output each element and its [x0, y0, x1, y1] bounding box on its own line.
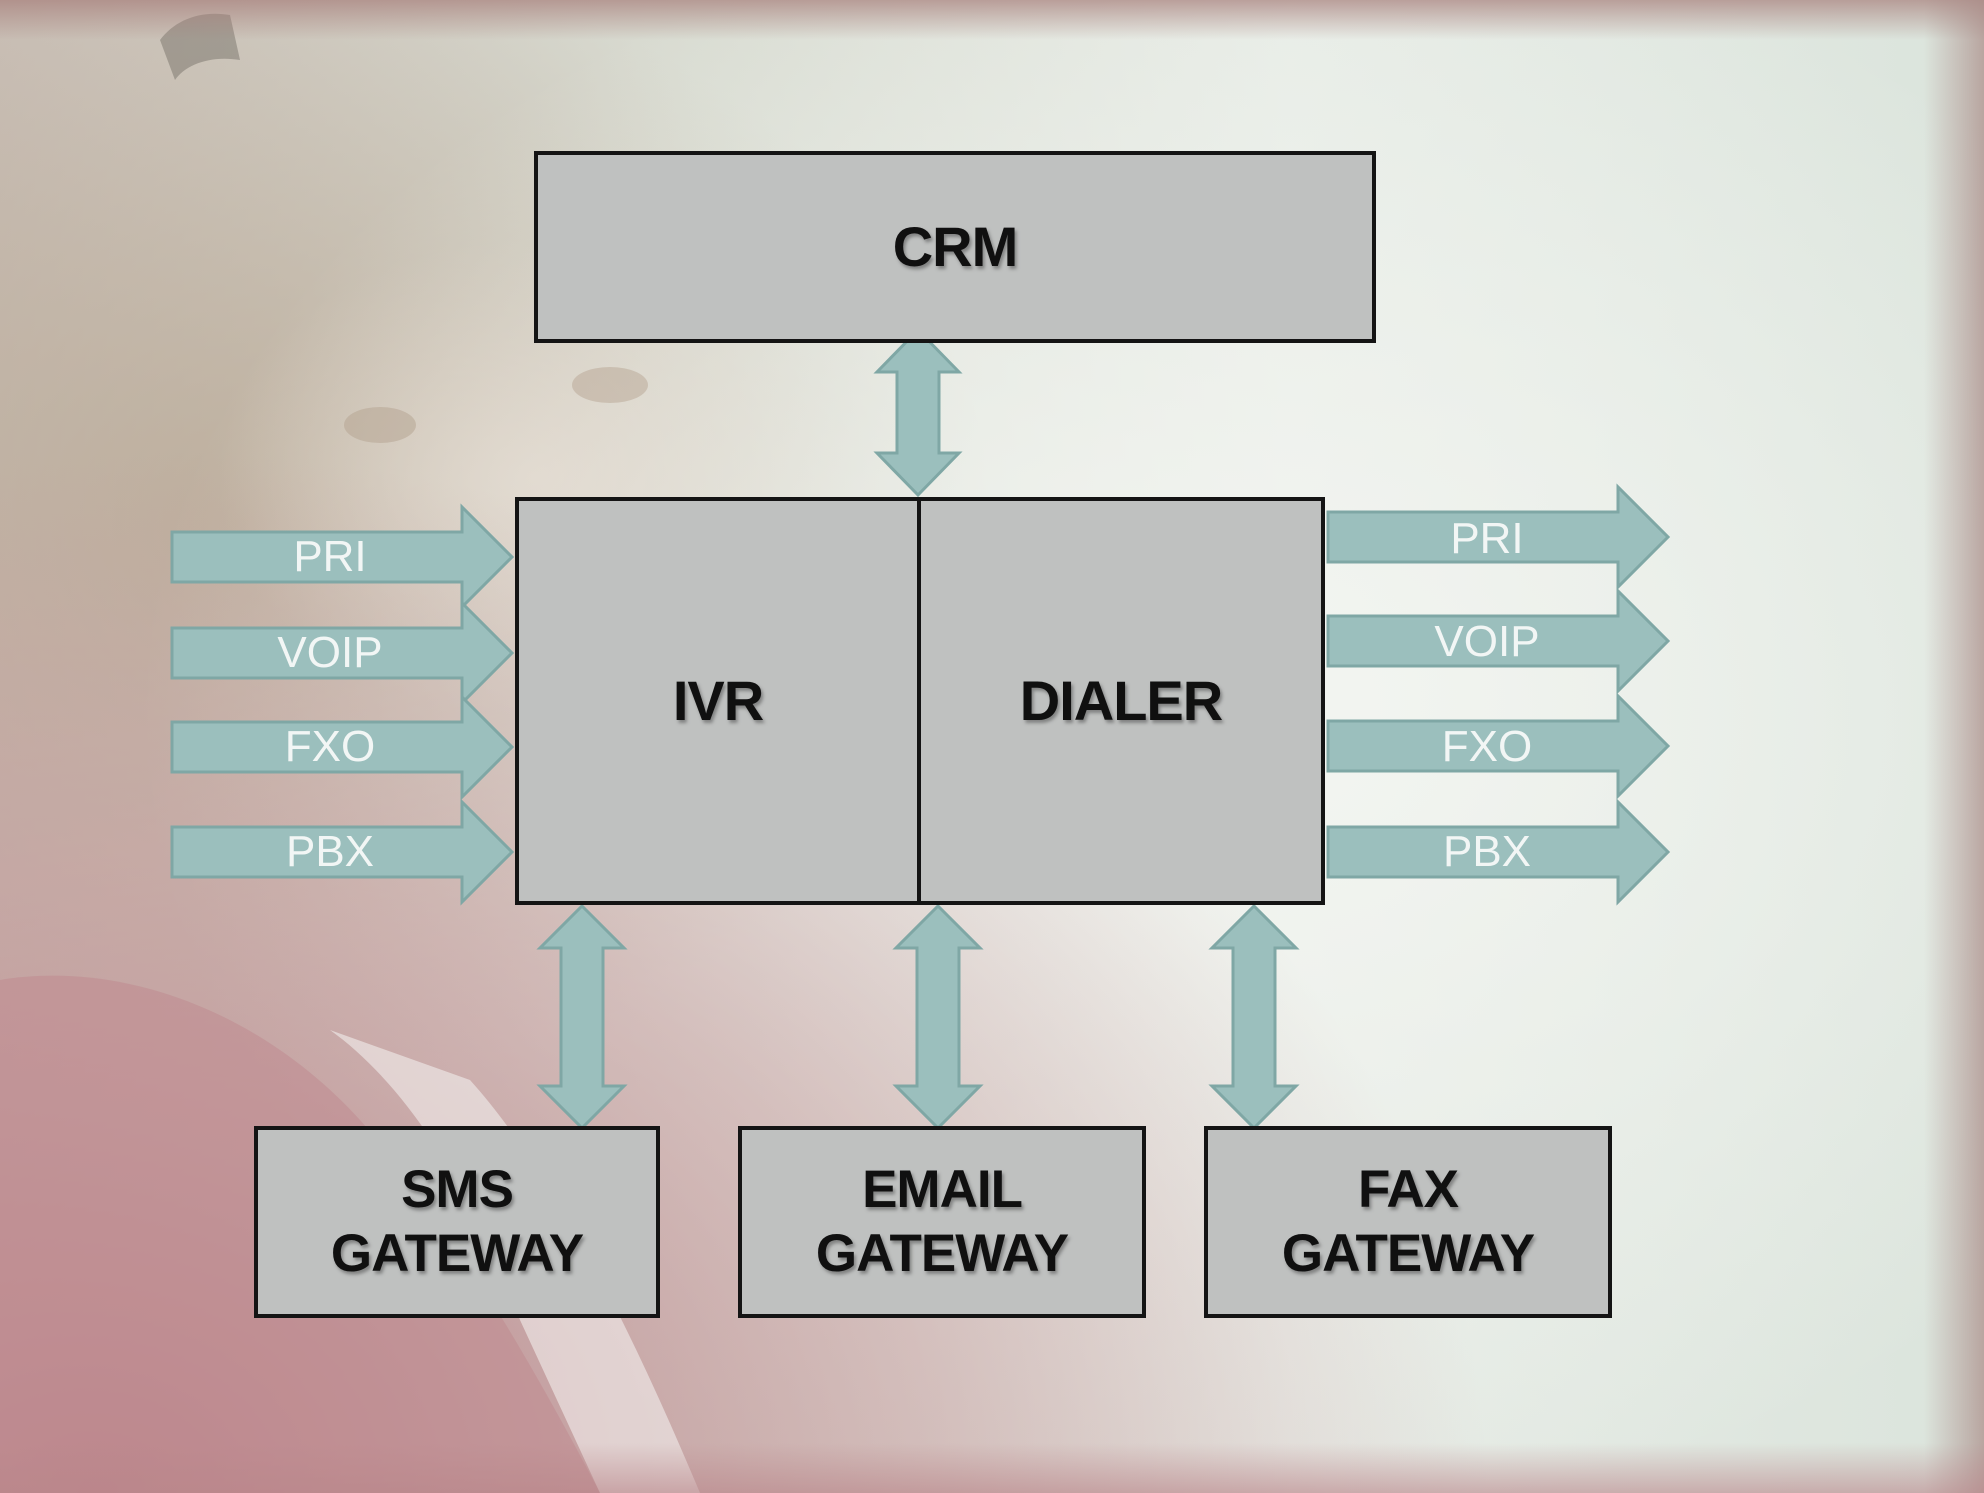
inbound-arrow-pbx — [170, 798, 515, 906]
inbound-arrow-voip — [170, 599, 515, 707]
inbound-label-pri: PRI — [293, 532, 367, 581]
crm-box: CRM — [534, 151, 1376, 343]
dialer-label: DIALER — [1019, 669, 1223, 732]
inbound-label-voip: VOIP — [277, 628, 383, 677]
email-gateway-label-line1: EMAIL — [862, 1160, 1023, 1220]
outbound-label-voip: VOIP — [1434, 617, 1540, 666]
email-gateway-box: EMAIL GATEWAY — [738, 1126, 1146, 1318]
dialer-box: DIALER — [917, 497, 1325, 905]
ivr-label: IVR — [672, 669, 764, 732]
outbound-arrow-fxo — [1326, 692, 1671, 800]
fax-gateway-label-line1: FAX — [1357, 1160, 1459, 1220]
outbound-arrow-pbx — [1326, 798, 1671, 906]
sms-gateway-label-line2: GATEWAY — [330, 1224, 584, 1283]
crm-label: CRM — [892, 215, 1019, 278]
ivr-box: IVR — [515, 497, 921, 905]
email-link-arrow — [892, 903, 984, 1131]
inbound-arrow-fxo — [170, 693, 515, 801]
inbound-label-pbx: PBX — [285, 827, 375, 876]
outbound-label-pri: PRI — [1450, 514, 1524, 563]
crm-link-arrow — [873, 327, 963, 498]
outbound-arrow-pri — [1326, 483, 1671, 591]
outbound-label-pbx: PBX — [1442, 827, 1532, 876]
fax-gateway-box: FAX GATEWAY — [1204, 1126, 1612, 1318]
email-gateway-label-line2: GATEWAY — [815, 1224, 1069, 1283]
sms-gateway-box: SMS GATEWAY — [254, 1126, 660, 1318]
sms-gateway-label-line1: SMS — [401, 1160, 514, 1220]
outbound-label-fxo: FXO — [1441, 722, 1533, 771]
outbound-arrow-voip — [1326, 587, 1671, 695]
fax-gateway-label-line2: GATEWAY — [1281, 1224, 1535, 1283]
inbound-label-fxo: FXO — [284, 722, 376, 771]
fax-link-arrow — [1208, 903, 1300, 1131]
sms-link-arrow — [536, 903, 628, 1131]
inbound-arrow-pri — [170, 503, 515, 611]
